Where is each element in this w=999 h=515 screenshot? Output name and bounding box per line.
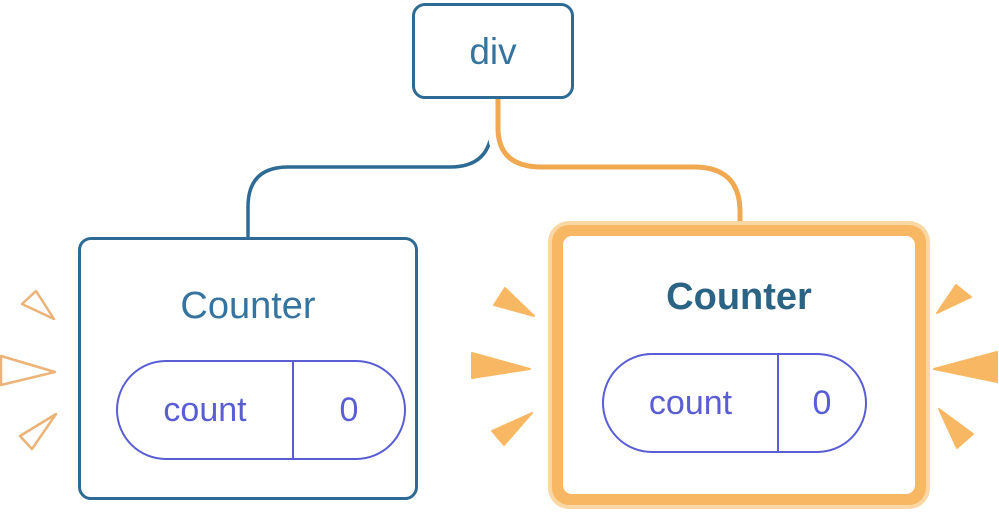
spark-icon xyxy=(938,408,974,449)
state-value: 0 xyxy=(812,383,832,422)
spark-icon xyxy=(20,289,56,321)
spark-group-right-counter-right xyxy=(933,284,998,449)
counter-title: Counter xyxy=(180,285,316,327)
spark-icon xyxy=(0,354,57,387)
connector-right-edge xyxy=(495,96,743,232)
counter-card-right: Counter count 0 xyxy=(563,236,915,494)
spark-icon xyxy=(18,412,58,451)
connector-right-casing xyxy=(487,96,751,232)
tree-root-node: div xyxy=(412,3,574,99)
state-key-label: count xyxy=(604,355,779,451)
spark-icon xyxy=(933,351,998,383)
spark-group-left-counter xyxy=(0,289,58,451)
counter-title: Counter xyxy=(666,276,812,318)
spark-group-right-counter-left xyxy=(471,287,535,446)
state-pill: count 0 xyxy=(602,353,867,453)
spark-icon xyxy=(936,284,972,314)
state-key-label: count xyxy=(118,362,294,458)
state-pill: count 0 xyxy=(116,360,406,460)
state-value: 0 xyxy=(339,390,359,429)
connector-left-edge xyxy=(246,98,494,240)
counter-card-left: Counter count 0 xyxy=(78,237,418,500)
highlight-ring-inner: Counter count 0 xyxy=(552,225,926,505)
spark-icon xyxy=(491,412,533,446)
counter-card-right-highlight-ring: Counter count 0 xyxy=(548,221,930,509)
root-node-label: div xyxy=(469,30,517,72)
spark-icon xyxy=(471,352,531,379)
spark-icon xyxy=(493,287,535,317)
